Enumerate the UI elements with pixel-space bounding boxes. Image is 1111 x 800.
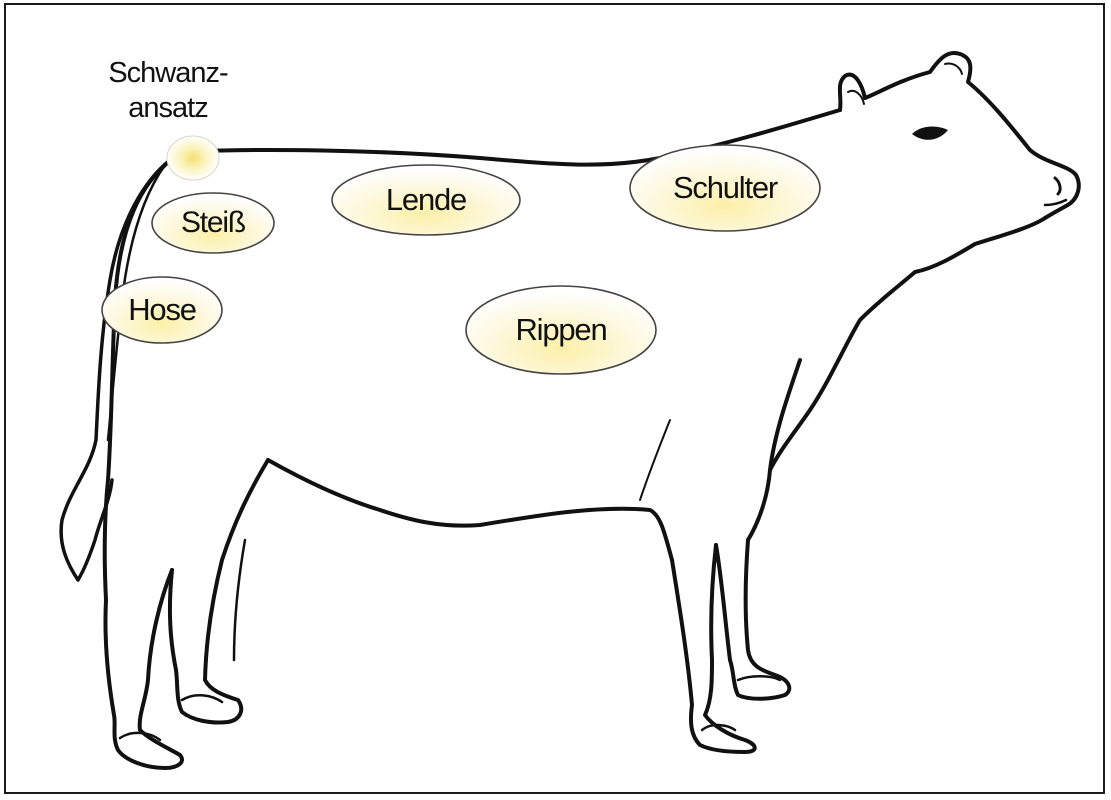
tail-head-label-line1: Schwanz- xyxy=(108,56,227,91)
mouth-line xyxy=(1045,200,1066,205)
tail-head-marker xyxy=(167,136,219,180)
thigh-label: Hose xyxy=(128,292,196,328)
hind-leg-inner xyxy=(234,540,245,660)
tail-head-label-line2: ansatz xyxy=(108,91,227,126)
loin-label: Lende xyxy=(386,182,466,218)
chest-line xyxy=(770,360,800,470)
rump-label: Steiß xyxy=(181,206,245,240)
front-leg-right xyxy=(716,540,789,699)
shoulder-label: Schulter xyxy=(673,170,777,206)
tail-head-label: Schwanz- ansatz xyxy=(108,56,227,126)
eye-icon xyxy=(912,127,948,140)
front-leg-left xyxy=(672,545,755,752)
nostril xyxy=(1055,178,1060,194)
ribs-label: Rippen xyxy=(515,312,606,348)
head-outline xyxy=(840,53,1079,218)
ear-inner xyxy=(945,63,962,74)
shoulder-line xyxy=(640,420,670,500)
hind-leg-right xyxy=(170,460,268,723)
hoof-line-1 xyxy=(738,676,780,680)
belly-line xyxy=(268,460,672,560)
hoof-line-3 xyxy=(182,695,222,702)
